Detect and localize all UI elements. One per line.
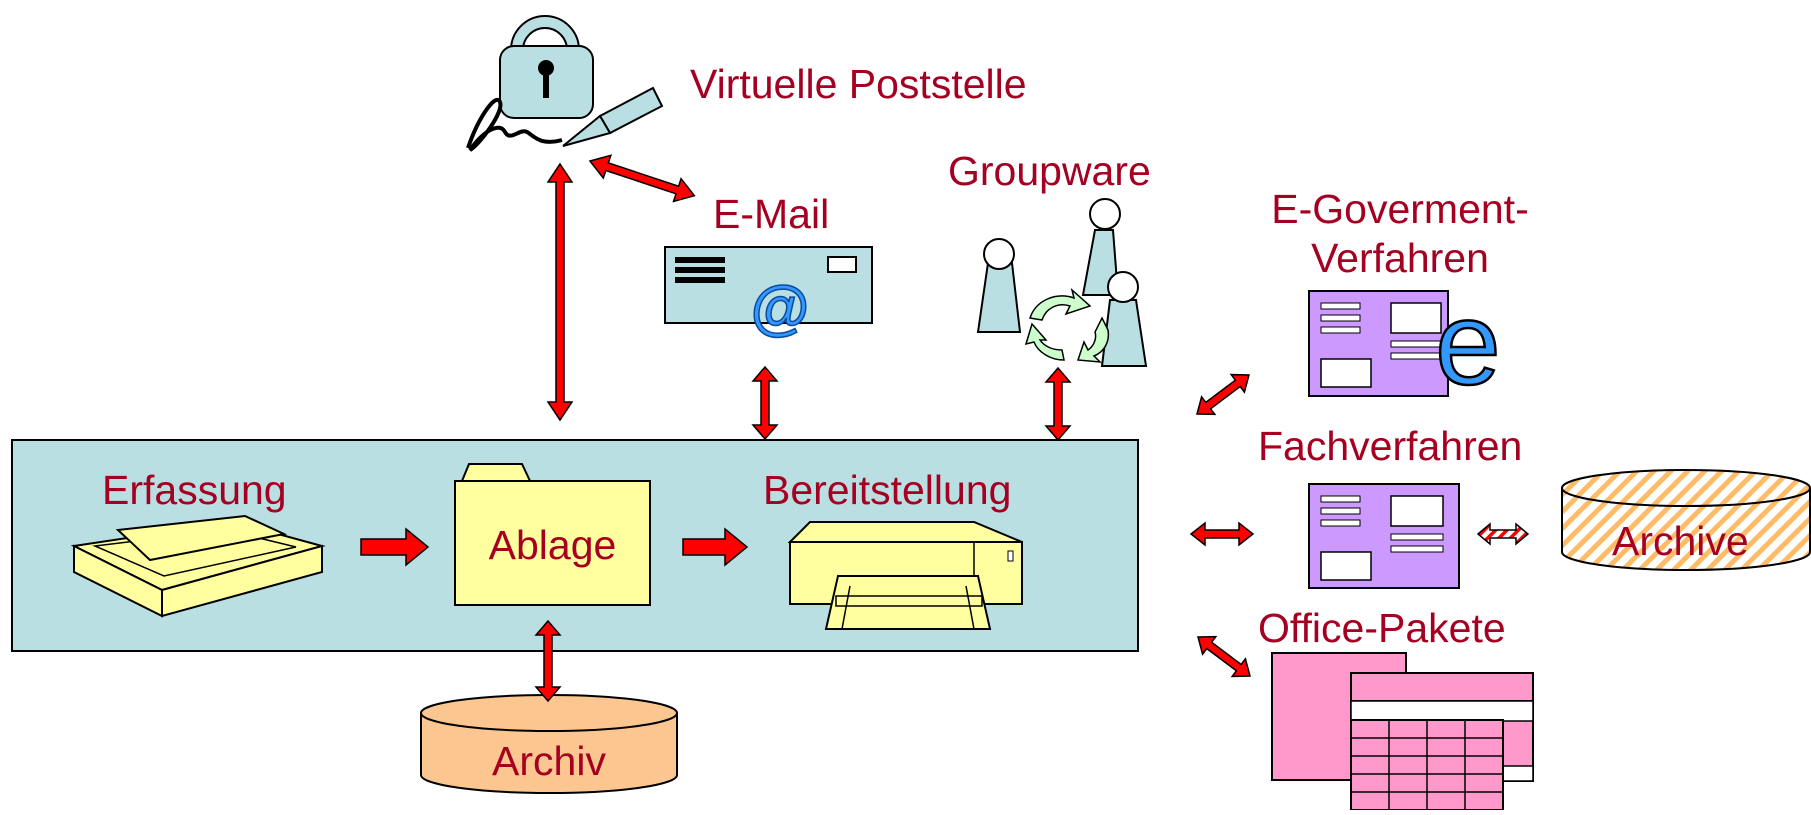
folder-icon [454, 463, 651, 606]
people-icon [976, 198, 1148, 367]
envelope-icon [664, 246, 873, 324]
arrow-fachverfahren [1189, 521, 1255, 547]
arrow-ablage-archiv [534, 619, 562, 703]
label-email: E-Mail [713, 191, 830, 237]
at-symbol: @ [751, 274, 810, 341]
label-erfassung: Erfassung [102, 467, 287, 513]
signature-icon [466, 97, 563, 152]
label-egov-line1: E-Goverment- [1271, 186, 1529, 232]
arrow-groupware-box [1044, 366, 1072, 442]
arrow-email-box [751, 365, 779, 441]
label-office: Office-Pakete [1258, 605, 1506, 651]
arrow-form-archive [1476, 522, 1530, 546]
form-icon [1308, 483, 1460, 589]
arrow-office [1197, 635, 1251, 678]
e-letter: e [1435, 278, 1501, 410]
arrow-poststelle-bidirectional [546, 162, 574, 422]
eform-icon [1308, 290, 1449, 397]
arrow-ablage-bereitstellung [682, 527, 749, 567]
database-icon [1561, 469, 1811, 571]
label-archiv: Archiv [492, 738, 606, 784]
arrow-erfassung-ablage [360, 527, 430, 567]
pen-icon [562, 86, 664, 147]
arrow-egov [1196, 373, 1250, 416]
padlock-icon [499, 15, 594, 119]
label-groupware: Groupware [948, 148, 1151, 194]
arrows [360, 154, 1255, 703]
label-bereitstellung: Bereitstellung [763, 467, 1012, 513]
spreadsheet-icon [1271, 652, 1534, 811]
printer-icon [787, 521, 1023, 630]
arrow-poststelle-email [588, 154, 696, 203]
label-fachverfahren: Fachverfahren [1258, 423, 1523, 469]
recycle-arrows-icon [1024, 287, 1110, 363]
label-ablage: Ablage [488, 522, 617, 568]
database-icon [420, 694, 678, 794]
label-egov-line2: Verfahren [1311, 235, 1489, 281]
label-archive-right: Archive [1612, 518, 1749, 564]
label-virtuelle-poststelle: Virtuelle Poststelle [690, 61, 1027, 107]
scanner-icon [70, 514, 326, 618]
